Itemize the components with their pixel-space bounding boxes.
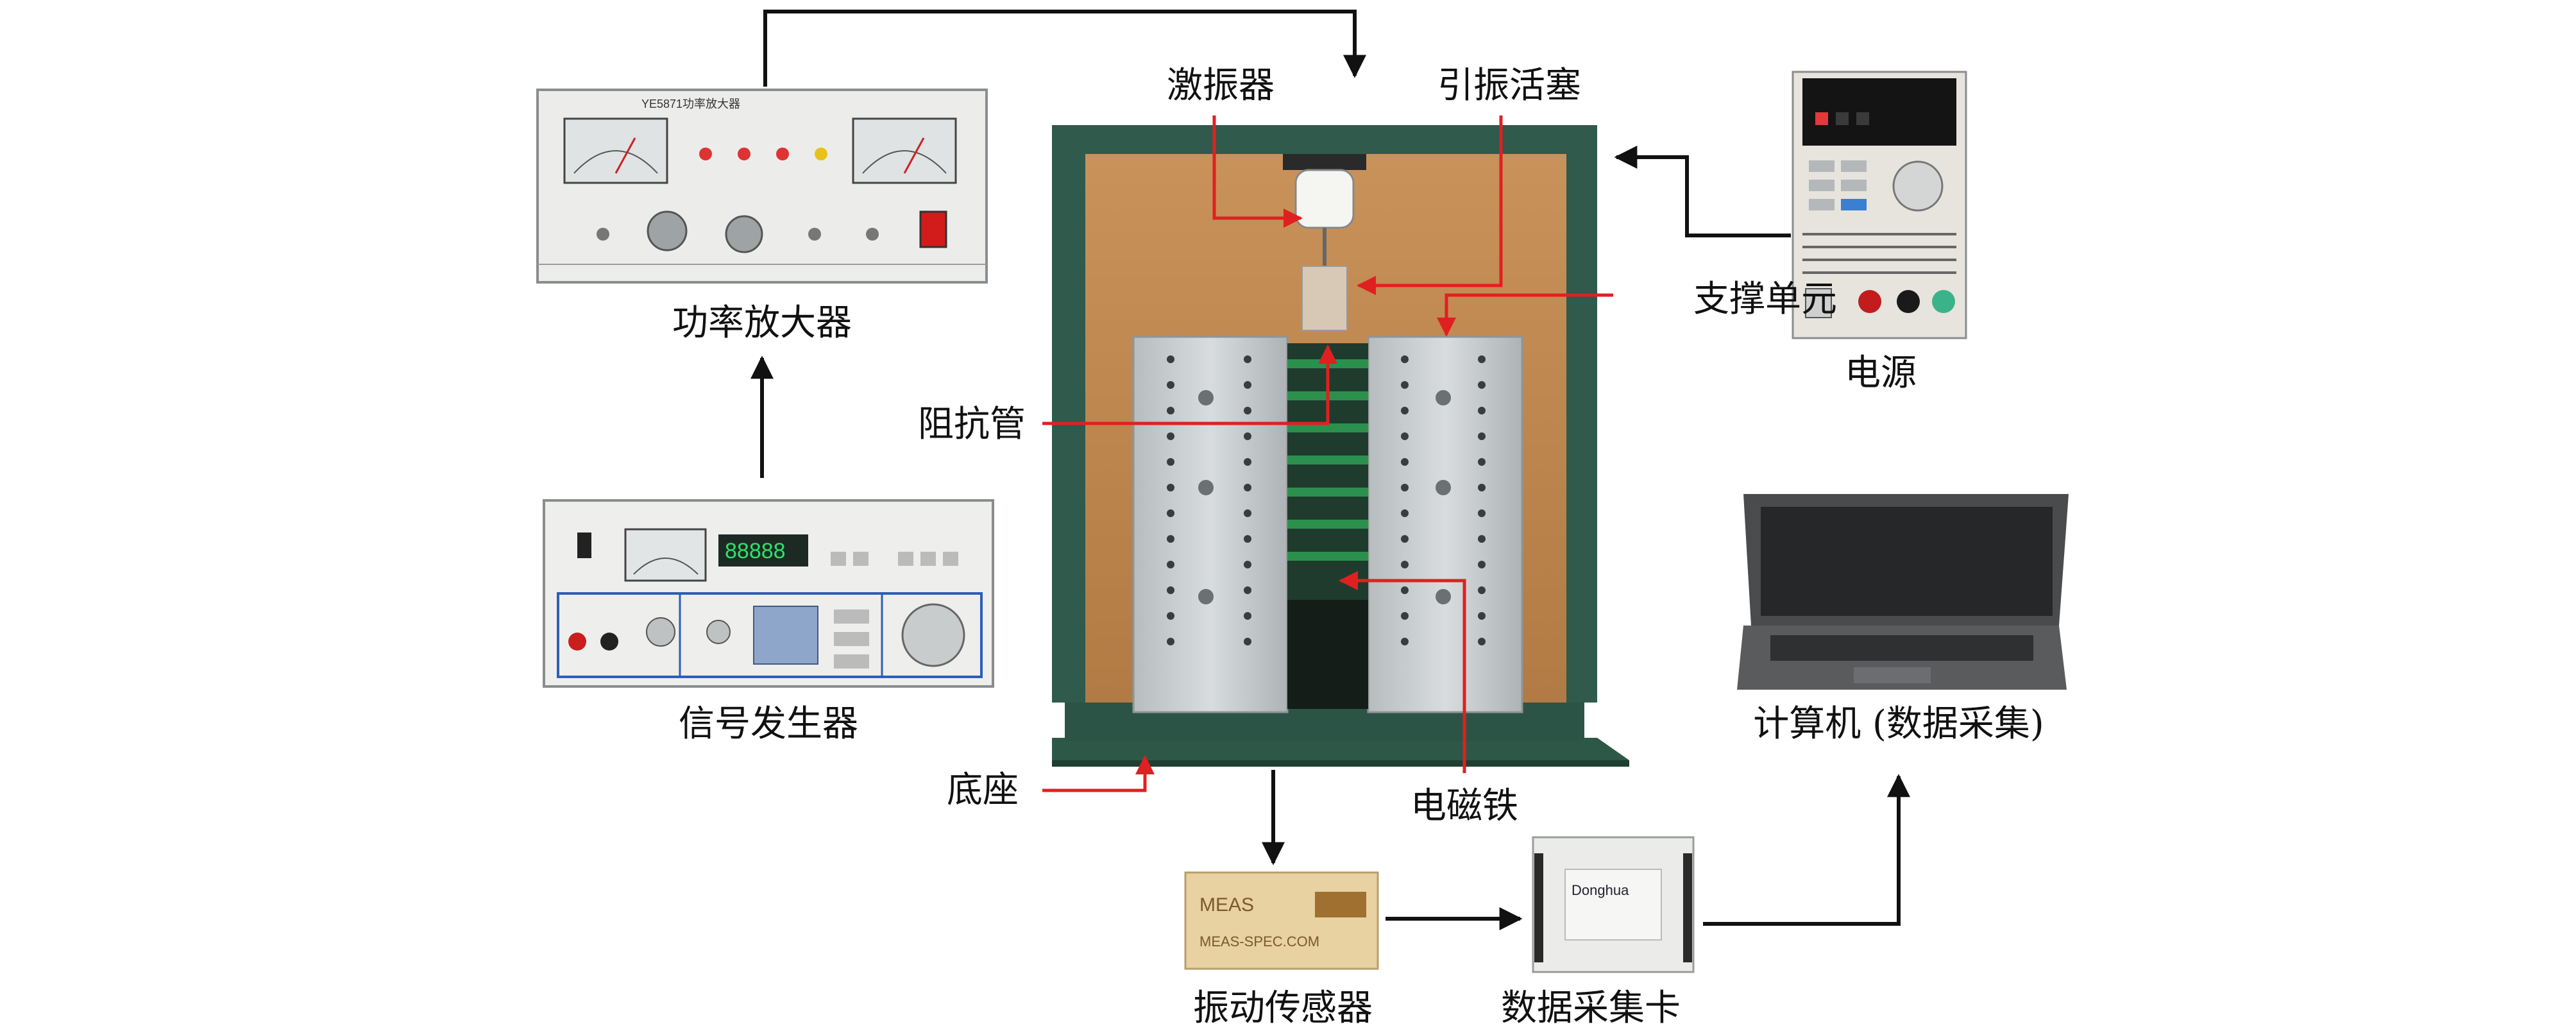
electromagnet-leader [1339,571,1466,773]
vibration-sensor-image: MEAS MEAS-SPEC.COM [1184,871,1379,970]
computer-label: 计算机 (数据采集) [1753,703,2044,745]
daq-card-label: 数据采集卡 [1501,987,1681,1029]
base-leader [1042,755,1155,792]
base-label: 底座 [947,769,1019,811]
vibration-sensor-label: 振动传感器 [1193,987,1373,1029]
power-amplifier-image: YE5871功率放大器 [536,89,988,284]
daq-brand-text: Donghua [1572,882,1629,898]
amp-to-exciter-arrow [763,10,1366,87]
daq-to-computer-arrow [1703,774,1910,926]
exciter-label: 激振器 [1167,65,1275,107]
piston-leader [1357,115,1503,295]
sensor-web-text: MEAS-SPEC.COM [1199,933,1319,950]
sensor-brand-text: MEAS [1199,894,1254,916]
signal-generator-image: 88888 [543,499,994,688]
electromagnet-label: 电磁铁 [1411,785,1518,827]
piston-label: 引振活塞 [1437,65,1581,107]
impedance-tube-label: 阻抗管 [918,404,1026,445]
support-unit-leader [1437,293,1613,337]
support-unit-label: 支撑单元 [1693,278,1837,320]
daq-card-image: Donghua [1532,836,1695,973]
supply-to-rig-arrow [1614,146,1791,237]
computer-image [1737,494,2069,690]
power-supply-image [1792,71,1967,339]
exciter-leader [1212,115,1303,228]
power-supply-label: 电源 [1845,352,1917,394]
svg-text:88888: 88888 [725,539,786,563]
test-rig-image [1052,125,1629,767]
amp-model-text: YE5871功率放大器 [641,98,740,110]
power-amplifier-label: 功率放大器 [672,302,852,344]
signal-generator-label: 信号发生器 [679,703,858,745]
impedance-tube-leader [1042,345,1337,425]
